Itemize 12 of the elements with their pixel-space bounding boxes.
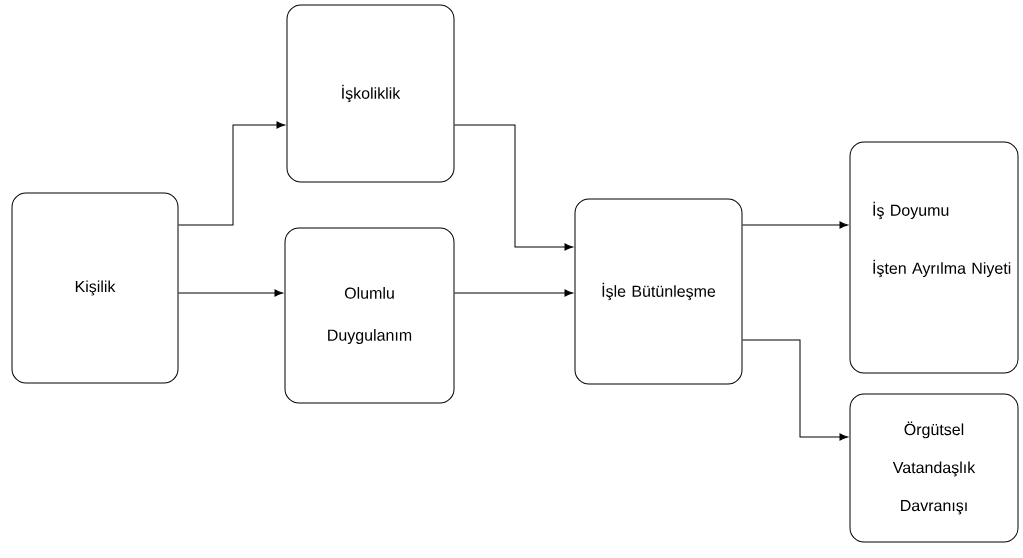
arrow <box>178 121 286 226</box>
arrow <box>742 339 849 441</box>
arrow <box>742 221 849 229</box>
process-box: Kişilik <box>11 192 179 384</box>
process-box: Olumlu Duygulanım <box>284 227 455 404</box>
process-box: İş Doyumu İşten Ayrılma Niyeti <box>849 141 1019 374</box>
arrow <box>178 289 284 297</box>
arrow <box>454 289 574 297</box>
arrow <box>454 124 574 251</box>
process-box: İşkoliklik <box>286 4 455 183</box>
process-box: İşle Bütünleşme <box>574 198 743 385</box>
process-box: Örgütsel Vatandaşlık Davranışı <box>849 393 1019 543</box>
